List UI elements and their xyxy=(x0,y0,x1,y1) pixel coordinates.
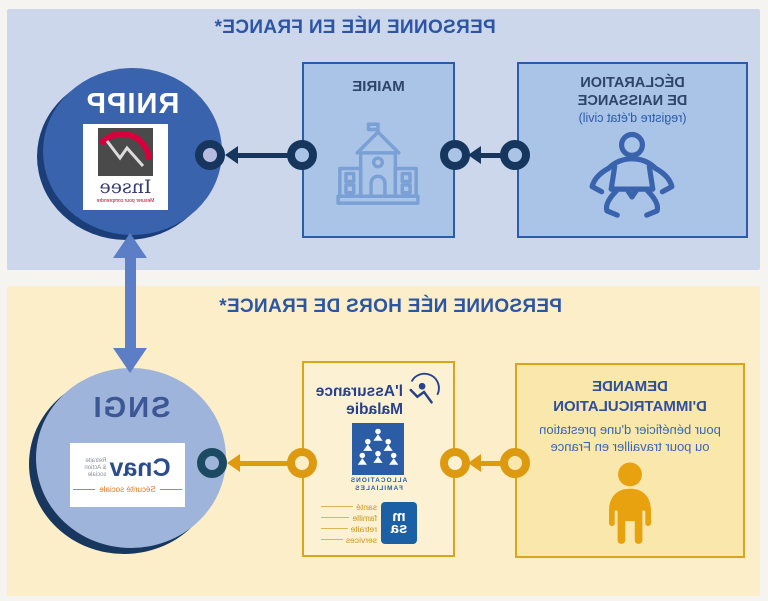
demande-body-line2: ou pour travailler en France xyxy=(550,438,710,454)
arrow-declaration-to-mairie-shaft xyxy=(480,153,502,158)
section-title-top: PERSONNE NÉE EN FRANCE* xyxy=(214,17,496,38)
msa-service-famille: famille xyxy=(352,512,377,523)
demande-title-line2: D'IMMATRICULATION xyxy=(553,397,707,415)
demande-immatriculation-box: DEMANDE D'IMMATRICULATION pour bénéficie… xyxy=(515,363,745,558)
cnav-logo: Cnav Retraite & Action sociale Sécurité … xyxy=(70,443,185,507)
demande-title-line1: DEMANDE xyxy=(592,378,668,395)
declaration-subtitle: (registre d'état civil) xyxy=(578,111,687,126)
connector-dot-organismes-in xyxy=(440,448,470,478)
caf-caption-line1: ALLOCATIONS xyxy=(349,477,408,484)
cnav-side-line2: & Action xyxy=(84,465,107,472)
connector-dot-declaration xyxy=(500,140,530,170)
cnav-rule-right xyxy=(73,489,96,490)
mairie-label: MAIRIE xyxy=(352,78,405,95)
cnav-securite-sociale: Sécurité sociale xyxy=(99,485,156,494)
connector-dot-mairie-in xyxy=(440,140,470,170)
insee-logo-name: Insee xyxy=(99,176,152,198)
insee-logo-mark xyxy=(98,128,153,176)
connector-dot-mairie-out xyxy=(287,140,317,170)
cnav-logo-name: Cnav xyxy=(109,454,171,482)
insee-logo: Insee Mesurer pour comprendre xyxy=(83,124,168,210)
person-icon xyxy=(609,462,651,544)
declaration-title-line2: DE NAISSANCE xyxy=(577,93,688,110)
msa-logo-mark: m sa xyxy=(381,502,417,544)
assurance-maladie-logo: l'Assurance Maladie xyxy=(316,371,443,419)
msa-rule xyxy=(321,528,348,529)
insee-swoosh-icon xyxy=(98,130,152,167)
msa-letters-sa: sa xyxy=(390,520,408,537)
cnav-side-line1: Retraite xyxy=(85,458,107,465)
declaration-naissance-box: DÉCLARATION DE NAISSANCE (registre d'éta… xyxy=(517,62,748,238)
connector-dot-demande xyxy=(500,448,530,478)
caf-logo: ALLOCATIONS FAMILIALES xyxy=(304,423,453,494)
arrow-mairie-to-rnipp-shaft xyxy=(237,153,289,158)
sngi-label: SNGI xyxy=(91,392,171,424)
msa-service-services: services xyxy=(345,534,377,545)
assurance-maladie-line2: Maladie xyxy=(346,400,403,418)
connector-dot-organismes-out xyxy=(287,448,317,478)
town-hall-icon xyxy=(336,122,421,205)
baby-icon xyxy=(590,132,675,218)
caf-people-icon xyxy=(358,428,399,465)
msa-rule xyxy=(321,506,354,507)
rnipp-sngi-arrow-down-head xyxy=(113,348,147,373)
msa-service-sante: santé xyxy=(356,501,377,512)
msa-service-retraite: retraite xyxy=(350,523,377,534)
arrow-mairie-to-rnipp-head xyxy=(225,146,238,164)
msa-services-list: santé famille retraite services xyxy=(321,501,377,545)
section-nee-hors-de-france: PERSONNE NÉE HORS DE FRANCE* DEMANDE D'I… xyxy=(7,286,760,596)
cnav-side-line3: sociale xyxy=(87,471,107,478)
insee-logo-tagline: Mesurer pour comprendre xyxy=(96,198,155,204)
rnipp-sngi-arrow-shaft xyxy=(125,254,136,351)
demande-body-line1: pour bénéficier d'une prestation xyxy=(539,422,721,437)
assurance-maladie-icon xyxy=(409,372,440,404)
section-title-bottom: PERSONNE NÉE HORS DE FRANCE* xyxy=(218,296,563,317)
assurance-maladie-line1: l'Assurance xyxy=(315,383,403,400)
arrow-organismes-to-sngi-head xyxy=(227,454,240,472)
arrow-demande-to-organismes-shaft xyxy=(480,461,502,466)
caf-logo-mark xyxy=(352,423,405,475)
cnav-rule-left xyxy=(159,489,182,490)
connector-dot-rnipp xyxy=(195,140,225,170)
connector-dot-sngi xyxy=(197,448,227,478)
mairie-box: MAIRIE xyxy=(302,62,455,238)
section-nee-en-france: PERSONNE NÉE EN FRANCE* DÉCLARATION DE N… xyxy=(7,9,760,270)
msa-rule xyxy=(321,517,350,518)
caf-caption-line2: FAMILIALES xyxy=(354,485,403,493)
msa-logo: m sa santé famille retraite services xyxy=(321,501,417,545)
declaration-title-line1: DÉCLARATION xyxy=(580,75,685,91)
msa-rule xyxy=(321,539,343,540)
arrow-organismes-to-sngi-shaft xyxy=(239,461,289,466)
rnipp-circle: RNIPP Insee Mesurer pour comprendre xyxy=(43,68,222,235)
organismes-box: l'Assurance Maladie xyxy=(302,361,455,557)
rnipp-label: RNIPP xyxy=(85,88,180,120)
